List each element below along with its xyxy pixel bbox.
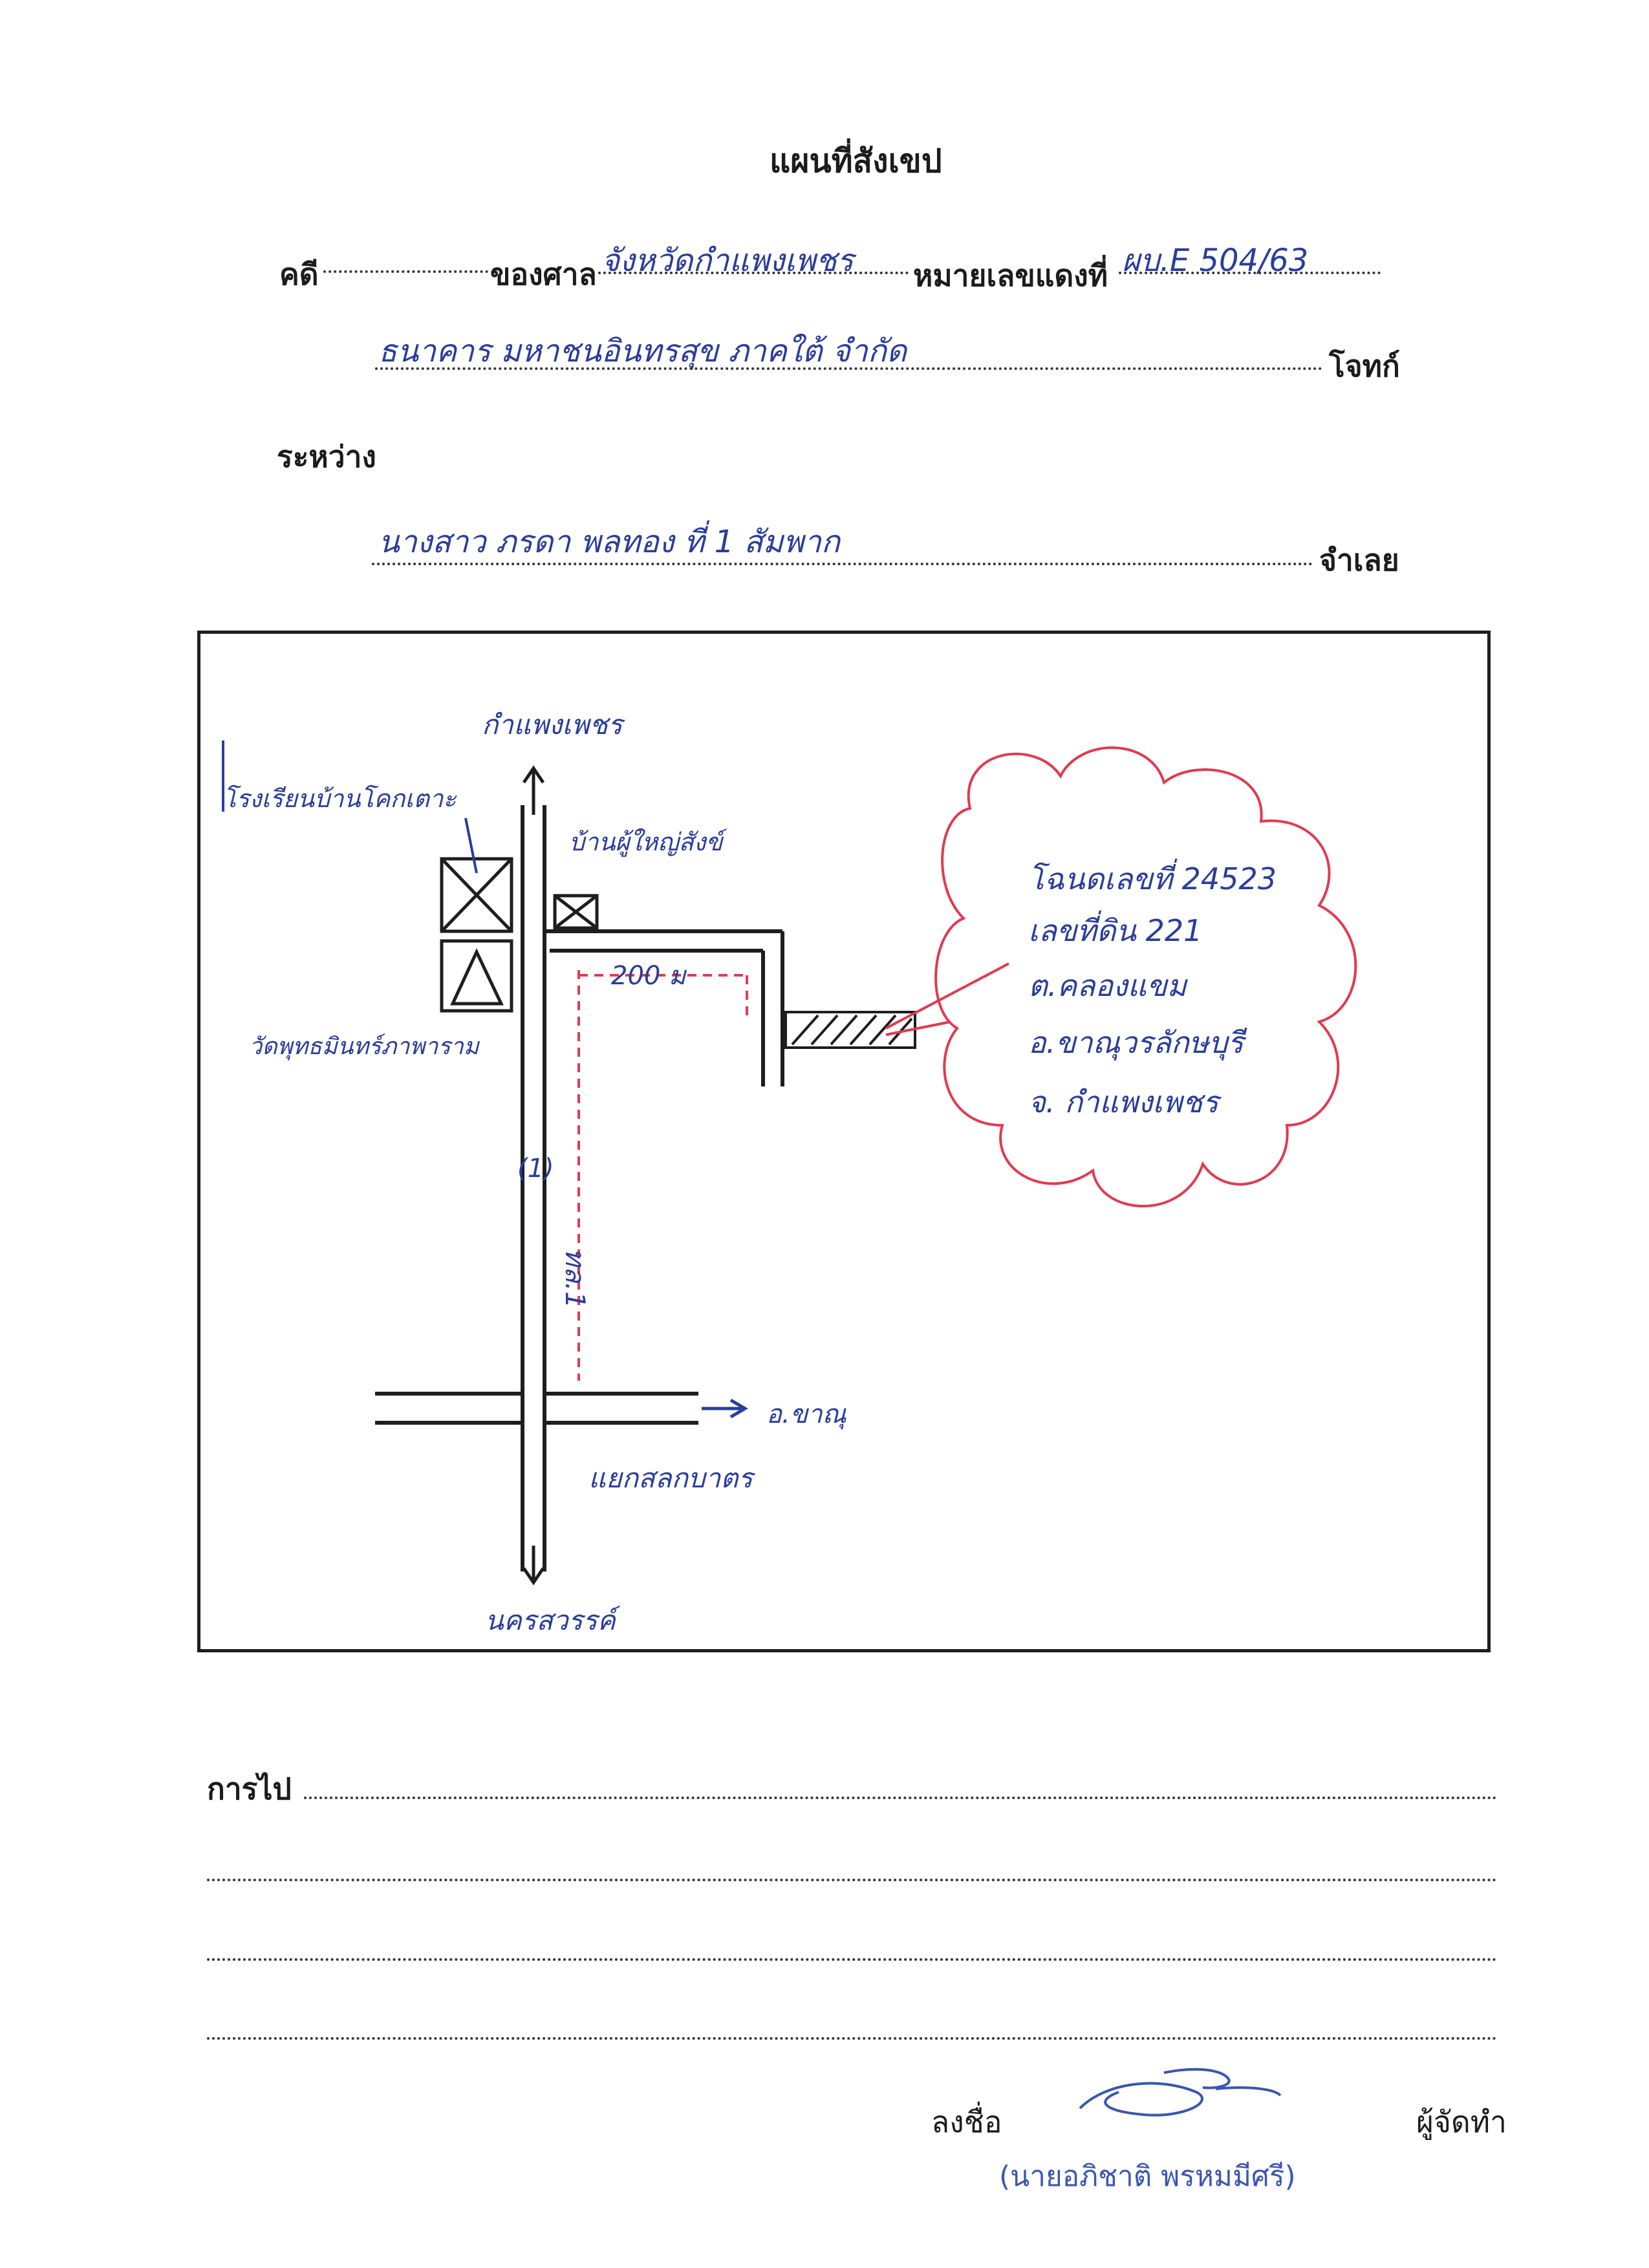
road-label: ทล.1 <box>559 1248 591 1309</box>
temple-icon <box>440 939 513 1013</box>
road-number: (1) <box>517 1154 554 1183</box>
document-title: แผนที่สังเขป <box>770 142 942 180</box>
info-line-2: เลขที่ดิน 221 <box>1028 910 1202 948</box>
info-line-3: ต.คลองแขม <box>1028 968 1189 1003</box>
red-number-label: หมายเลขแดงที่ <box>913 258 1108 293</box>
directions-line-1 <box>304 1797 1497 1799</box>
property-plot-icon <box>784 1011 916 1049</box>
info-line-1: โฉนดเลขที่ 24523 <box>1028 858 1277 896</box>
sign-label: ลงชื่อ <box>931 2104 1002 2139</box>
signature-mark <box>1079 2068 1282 2117</box>
east-label: อ.ขาณุ <box>766 1399 847 1430</box>
defendant-value: นางสาว ภรดา พลทอง ที่ 1 สัมพาก <box>378 524 840 560</box>
preparer-label: ผู้จัดทำ <box>1416 2104 1507 2139</box>
north-label: กำแพงเพชร <box>482 709 625 740</box>
defendant-label: จำเลย <box>1319 543 1399 578</box>
case-label: คดี <box>279 257 319 292</box>
junction-label: แยกสลกบาตร <box>588 1462 755 1494</box>
distance-marker <box>577 970 748 1381</box>
between-label: ระหว่าง <box>277 439 376 474</box>
plaintiff-dotted-line <box>375 367 1322 370</box>
defendant-dotted-line <box>372 563 1313 565</box>
directions-line-2 <box>207 1879 1497 1881</box>
info-line-5: จ. กำแพงเพชร <box>1028 1085 1222 1119</box>
house-box-icon <box>553 894 599 930</box>
red-number-dotted-line <box>1119 272 1381 274</box>
plaintiff-value: ธนาคาร มหาชนอินทรสุข ภาคใต้ จำกัด <box>378 333 907 369</box>
house-label: บ้านผู้ใหญ่สังข์ <box>569 828 727 857</box>
south-label: นครสวรรค์ <box>485 1604 621 1636</box>
preparer-name: (นายอภิชาติ พรหมมีศรี) <box>999 2160 1296 2193</box>
main-road <box>375 805 784 1571</box>
directions-line-4 <box>207 2037 1497 2040</box>
distance-label: 200 ม <box>611 961 687 991</box>
school-label: โรงเรียนบ้านโคกเตาะ <box>223 784 457 813</box>
info-line-4: อ.ขาณุวรลักษบุรี <box>1028 1025 1247 1061</box>
directions-line-3 <box>207 1958 1497 1961</box>
court-label: ของศาล <box>490 257 597 292</box>
direction-arrows <box>522 765 748 1586</box>
plaintiff-label: โจทก์ <box>1329 349 1400 383</box>
info-callout-cloud <box>885 746 1357 1207</box>
directions-label: การไป <box>207 1771 292 1806</box>
temple-label: วัดพุทธมินทร์ภาพาราม <box>249 1033 480 1061</box>
court-dotted-line <box>598 272 909 274</box>
school-box-icon <box>440 857 513 933</box>
case-dotted-line <box>323 270 488 273</box>
sketch-map-frame <box>197 631 1491 1652</box>
